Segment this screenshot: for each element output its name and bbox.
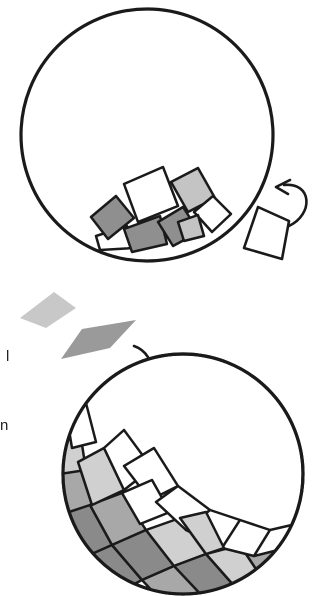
floating-tile — [61, 320, 136, 359]
floating-tile — [20, 292, 76, 328]
cropped-text-fragment: l — [6, 349, 9, 364]
incoming-tile — [244, 207, 289, 259]
cropped-text-fragment: n — [0, 418, 8, 433]
top-panel — [21, 9, 306, 261]
floating-tiles — [20, 292, 136, 359]
bottom-panel — [58, 354, 303, 596]
